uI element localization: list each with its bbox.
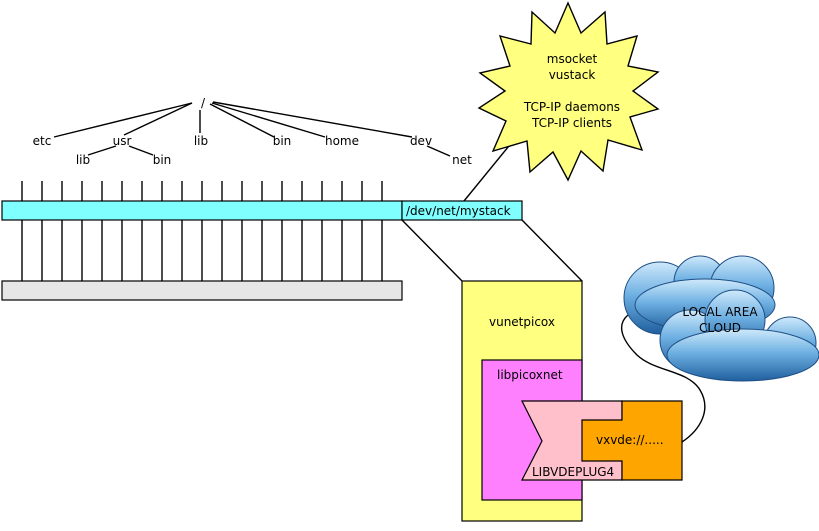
kernel-interface-bar xyxy=(1,200,403,221)
vunetpicox-label: vunetpicox xyxy=(489,315,555,329)
connector-lines xyxy=(401,140,583,282)
tree-edge-bin xyxy=(209,103,275,138)
tree-dir-bin: bin xyxy=(273,134,292,148)
syscall-ticks-bottom xyxy=(21,220,383,281)
filesystem-tree xyxy=(53,101,451,157)
tree-edge-usr xyxy=(123,102,193,136)
cloud-labels: LOCAL AREA CLOUD xyxy=(682,305,758,335)
tree-dir-lib: lib xyxy=(194,134,208,148)
tree-edge-dev xyxy=(212,101,413,138)
star-label-msocket: msocket xyxy=(547,52,598,66)
tree-edge-home xyxy=(211,102,326,138)
starburst-labels: msocket vustack TCP-IP daemons TCP-IP cl… xyxy=(523,52,620,130)
filesystem-labels: / etc usr lib bin home dev lib bin net xyxy=(33,96,472,167)
tcpip-apps-starburst xyxy=(477,1,660,182)
star-label-clients: TCP-IP clients xyxy=(531,116,612,130)
mystack-path-box xyxy=(401,200,523,221)
tree-dir-dev: dev xyxy=(410,134,432,148)
vxvde-label: vxvde://..... xyxy=(596,433,664,447)
mystack-path-label: /dev/net/mystack xyxy=(406,204,511,218)
libvdeplug-label: LIBVDEPLUG4 xyxy=(532,465,614,479)
tree-dir-etc: etc xyxy=(33,134,52,148)
syscall-ticks-top xyxy=(21,181,383,201)
cloud-label-line1: LOCAL AREA xyxy=(682,305,758,319)
tree-edge-etc xyxy=(53,102,193,138)
tree-dir-usr: usr xyxy=(113,134,132,148)
tree-dir-usr-bin: bin xyxy=(153,153,172,167)
star-label-daemons: TCP-IP daemons xyxy=(523,100,620,114)
vxvde-cloud-wire xyxy=(620,314,706,443)
zoom-line-left xyxy=(401,219,463,282)
tree-edge-usr-bin xyxy=(128,145,154,156)
tree-edge-usr-lib xyxy=(87,145,117,156)
star-connector xyxy=(463,140,514,202)
vxvde-plugin-box xyxy=(581,400,683,481)
zoom-line-right xyxy=(521,219,583,282)
tree-edge-dev-net xyxy=(426,145,451,157)
tree-dir-home: home xyxy=(325,134,359,148)
tree-dir-usr-lib: lib xyxy=(76,153,90,167)
libpicoxnet-label: libpicoxnet xyxy=(497,368,563,382)
lan-cloud-front xyxy=(659,289,819,382)
kernel-bar xyxy=(1,280,403,301)
cloud-label-line2: CLOUD xyxy=(699,321,741,335)
tree-root-label: / xyxy=(201,96,206,110)
tree-dir-dev-net: net xyxy=(452,153,472,167)
star-label-vustack: vustack xyxy=(549,68,596,82)
